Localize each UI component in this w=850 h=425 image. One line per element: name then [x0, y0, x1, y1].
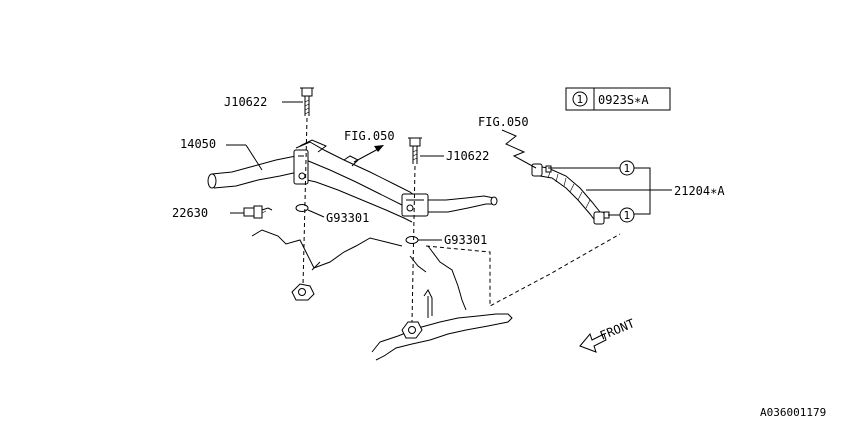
engine-block-outline — [251, 229, 513, 361]
bolt-j10622-right — [408, 137, 422, 164]
gasket-g93301-left — [295, 204, 309, 212]
legend-code: 0923S∗A — [598, 93, 649, 107]
mount-flange-left — [291, 283, 315, 301]
label-14050: 14050 — [180, 137, 216, 151]
water-pipe-14050 — [207, 139, 498, 223]
callout-bottom-number: 1 — [624, 209, 631, 222]
label-j10622-top: J10622 — [224, 95, 267, 109]
hose-21204a — [531, 163, 610, 225]
label-21204a: 21204∗A — [674, 184, 725, 198]
label-j10622-right: J10622 — [446, 149, 489, 163]
mount-flange-right — [401, 321, 423, 339]
label-fig050-center: FIG.050 — [344, 129, 395, 143]
label-fig050-right: FIG.050 — [478, 115, 529, 129]
leader-lines — [226, 101, 672, 241]
sensor-22630 — [243, 205, 273, 219]
legend-box: 1 0923S∗A — [565, 87, 671, 111]
front-arrow-icon — [579, 332, 607, 353]
front-direction-indicator: FRONT — [579, 316, 637, 353]
assembly-lines — [302, 117, 621, 323]
bolt-j10622-top — [300, 87, 314, 116]
label-22630: 22630 — [172, 206, 208, 220]
label-g93301-right: G93301 — [444, 233, 487, 247]
label-front: FRONT — [598, 316, 637, 343]
gasket-g93301-right — [405, 236, 419, 244]
callout-top: 1 — [619, 160, 635, 176]
callout-bottom: 1 — [619, 207, 635, 223]
label-g93301-left: G93301 — [326, 211, 369, 225]
diagram-code: A036001179 — [760, 406, 826, 419]
callout-top-number: 1 — [624, 162, 631, 175]
legend-index: 1 — [577, 93, 584, 106]
